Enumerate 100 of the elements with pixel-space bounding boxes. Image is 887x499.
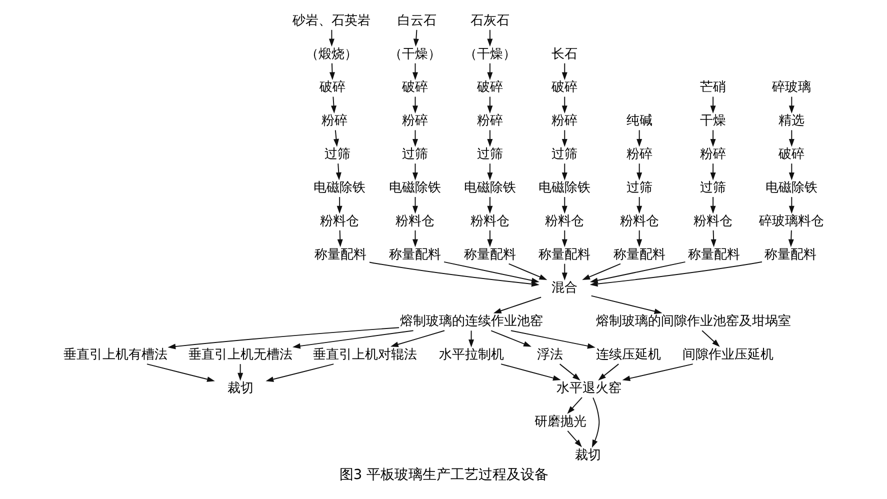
arrow <box>636 230 642 248</box>
node-text: 称量配料 <box>688 247 740 262</box>
arrow <box>336 196 342 214</box>
node-text: （干燥） <box>463 46 516 62</box>
node-text: 称量配料 <box>388 247 441 262</box>
node-text: 粉碎 <box>476 114 502 129</box>
node-text: 碎玻璃料仓 <box>758 214 824 229</box>
node-text: 碎玻璃 <box>772 80 811 96</box>
arrow <box>237 364 243 381</box>
node-text: 粉料仓 <box>470 214 509 229</box>
arrow <box>490 330 531 347</box>
arrow <box>492 296 542 314</box>
arrow <box>368 262 539 287</box>
arrow <box>508 263 547 280</box>
node-text: 连续压延机 <box>596 347 661 362</box>
arrow <box>412 130 418 147</box>
arrow <box>412 96 418 114</box>
arrow <box>710 130 716 147</box>
node-text: 粉碎 <box>321 114 348 129</box>
node-text: 破碎 <box>551 80 578 96</box>
arrow <box>412 62 418 80</box>
arrow <box>510 330 595 349</box>
arrow <box>500 364 560 381</box>
node-text: 水平退火窑 <box>556 380 622 396</box>
node-text: 过筛 <box>476 147 502 162</box>
node-text: 破碎 <box>402 80 428 96</box>
node-text: 粉料仓 <box>320 214 359 229</box>
node-text: 电磁除铁 <box>313 180 366 196</box>
arrow <box>598 364 619 380</box>
node-text: 过筛 <box>324 147 350 162</box>
arrow <box>589 261 762 287</box>
arrow <box>591 397 600 448</box>
arrow <box>561 96 567 114</box>
arrow <box>412 230 418 248</box>
node-text: （煅烧） <box>305 46 358 62</box>
node-text: 研磨抛光 <box>534 414 586 430</box>
arrow <box>566 396 582 414</box>
arrow <box>788 196 794 214</box>
arrow <box>486 230 492 248</box>
arrow <box>561 163 567 180</box>
arrow <box>390 330 444 348</box>
node-text: 纯碱 <box>626 114 652 129</box>
arrow <box>558 364 580 380</box>
node-text: 垂直引上机有槽法 <box>62 347 167 362</box>
node-text: 粉料仓 <box>693 214 732 229</box>
arrow <box>710 230 716 248</box>
arrow <box>622 364 693 382</box>
arrow <box>636 163 642 180</box>
node-text: 过筛 <box>626 180 652 196</box>
arrow <box>336 230 342 248</box>
node-text: 过筛 <box>551 147 578 162</box>
node-text: 浮法 <box>536 347 562 362</box>
node-text: 干燥 <box>700 114 726 129</box>
node-text: 粉碎 <box>402 114 428 129</box>
node-text: 电磁除铁 <box>463 180 516 196</box>
node-text: 粉碎 <box>700 147 726 162</box>
arrow <box>443 261 539 284</box>
arrow <box>412 163 418 180</box>
node-text: 破碎 <box>319 80 346 96</box>
arrow <box>486 62 492 80</box>
arrow <box>561 196 567 214</box>
node-text: 称量配料 <box>314 247 366 262</box>
arrow <box>486 29 492 47</box>
arrow <box>561 263 567 281</box>
arrow <box>710 196 716 214</box>
arrow <box>788 130 794 147</box>
node-text: （干燥） <box>388 46 441 62</box>
arrow <box>167 327 400 350</box>
caption: 图3 平板玻璃生产工艺过程及设备 <box>338 467 548 484</box>
node-text: 粉碎 <box>551 114 578 129</box>
node-text: 间隙作业压延机 <box>682 347 773 362</box>
arrow <box>589 261 686 284</box>
arrow <box>335 163 341 180</box>
arrow <box>788 96 794 114</box>
node-text: 称量配料 <box>764 247 816 262</box>
node-text: 垂直引上机无槽法 <box>188 347 292 362</box>
node-text: 电磁除铁 <box>538 180 590 196</box>
arrow <box>328 62 334 80</box>
arrow <box>590 295 662 314</box>
node-text: 破碎 <box>476 80 502 96</box>
node-text: 石灰石 <box>470 13 509 28</box>
node-text: 垂直引上机对辊法 <box>312 347 417 362</box>
arrow <box>486 196 492 214</box>
arrow <box>561 62 567 80</box>
node-text: 粉碎 <box>626 147 652 162</box>
arrow <box>788 230 794 248</box>
node-text: 裁切 <box>574 448 601 463</box>
node-text: 电磁除铁 <box>388 180 441 196</box>
arrow <box>328 29 334 47</box>
node-text: 砂岩、石英岩 <box>292 13 370 28</box>
arrow <box>265 364 334 382</box>
node-text: 混合 <box>551 280 578 296</box>
node-text: 水平拉制机 <box>438 347 504 362</box>
arrow <box>146 364 214 382</box>
arrow <box>486 130 492 147</box>
node-text: 白云石 <box>397 13 436 28</box>
node-text: 电磁除铁 <box>765 180 818 196</box>
node-text: 芒硝 <box>700 80 726 96</box>
node-text: 破碎 <box>778 147 804 162</box>
arrow <box>486 163 492 180</box>
